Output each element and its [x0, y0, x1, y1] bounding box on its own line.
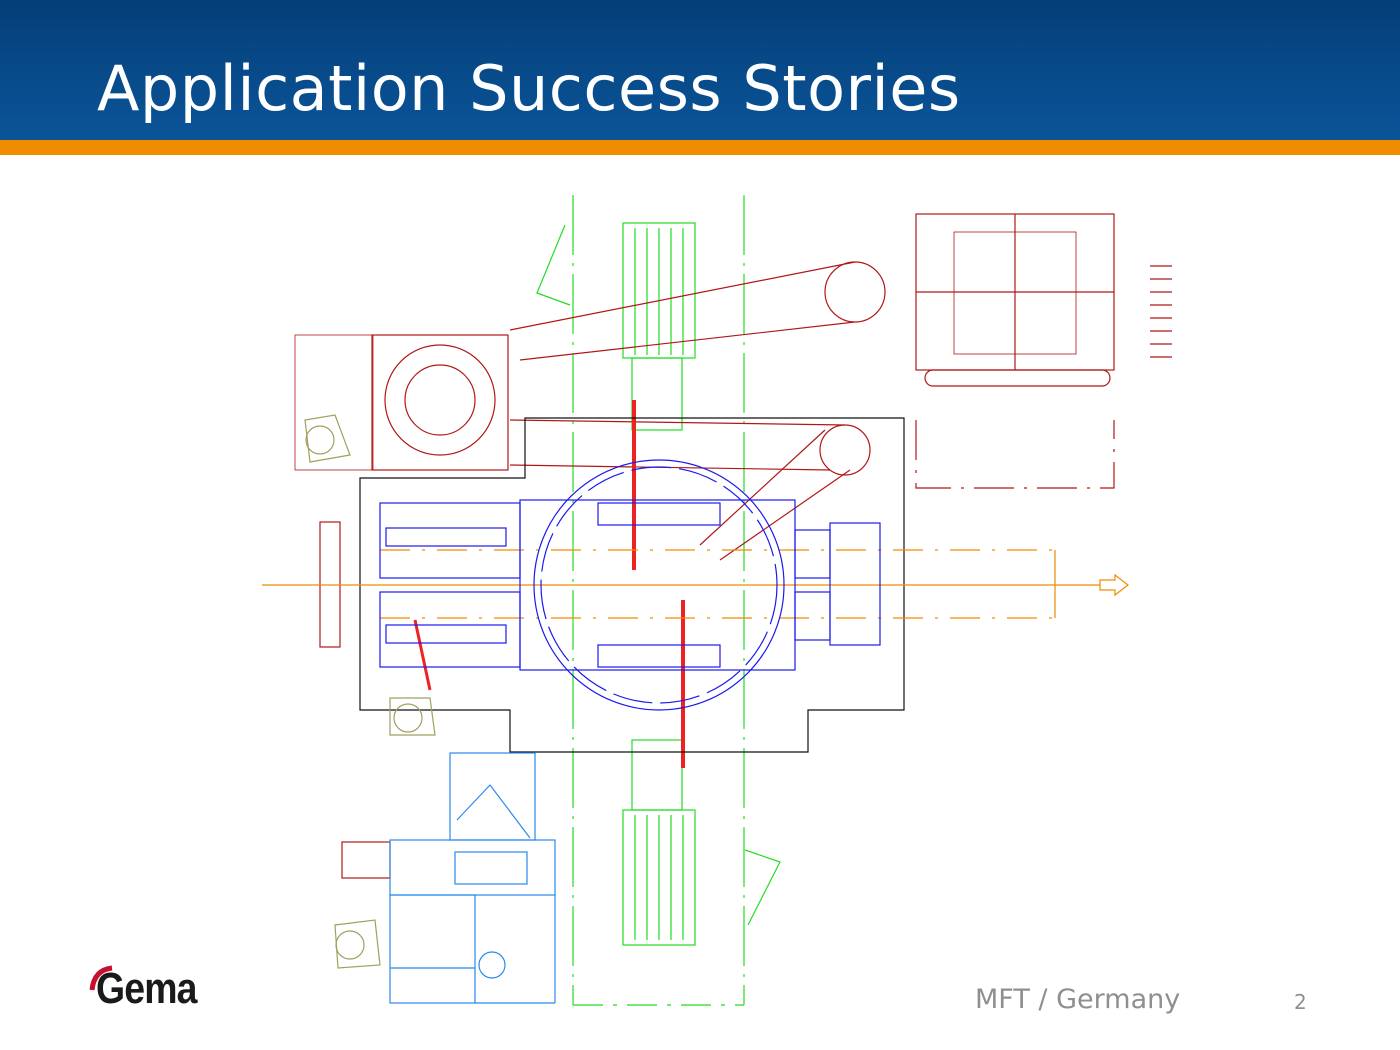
logo-text: Gema: [96, 964, 197, 1013]
logo-swoosh-icon: [89, 965, 113, 991]
page-number: 2: [1294, 990, 1307, 1014]
blue-rotary-booth: [379, 459, 881, 711]
green-conveyor-rails: [536, 195, 781, 1006]
cad-layout-drawing: [262, 195, 1172, 1006]
gema-logo: Gema: [88, 962, 218, 1022]
accent-stripe: [0, 140, 1400, 155]
red-equipment: [294, 213, 1115, 879]
powder-center: [389, 752, 556, 1004]
booth-outline: [359, 417, 905, 753]
exit-arrow: [1099, 573, 1129, 597]
exhaust-arrows: [1150, 265, 1172, 358]
title-bar: Application Success Stories: [0, 0, 1400, 140]
slide-title: Application Success Stories: [97, 52, 961, 125]
operator-figures: [304, 414, 436, 969]
footer-text: MFT / Germany: [975, 984, 1181, 1015]
